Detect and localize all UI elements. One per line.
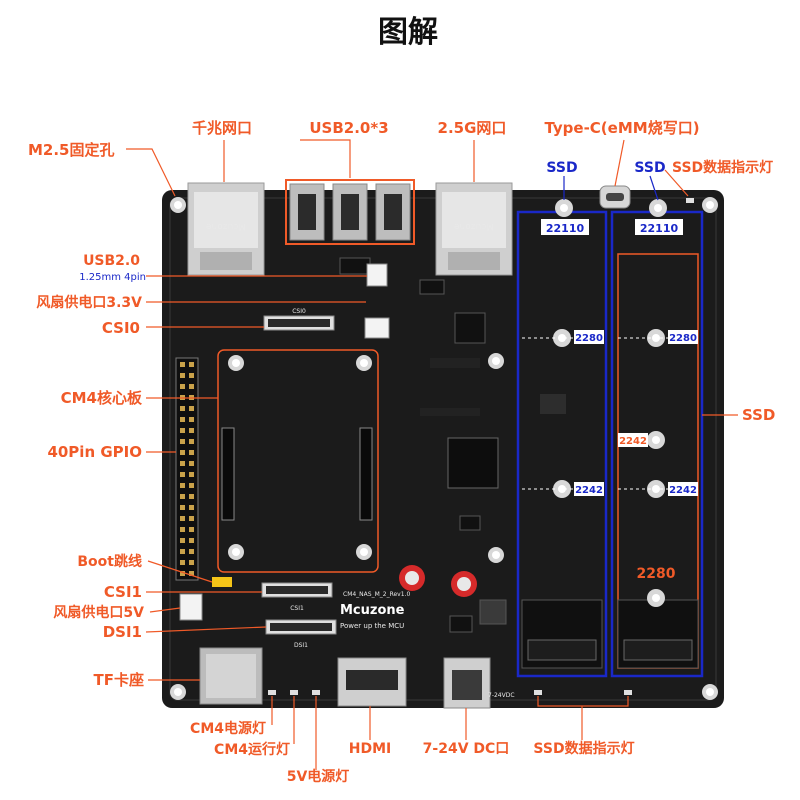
csi1-silk: CSI1 [290,605,304,612]
label-fan-33v: 风扇供电口3.3V [36,294,142,311]
label-5v-led: 5V电源灯 [287,768,350,785]
label-gigabit-port: 千兆网口 [192,119,252,137]
status-leds [268,198,694,695]
label-ssd-right-top: SSD [634,160,665,176]
tag-big-2280: 2280 [637,566,676,582]
fan-5v-connector [179,593,203,621]
label-dsi1: DSI1 [103,623,142,641]
label-csi1: CSI1 [104,583,142,601]
csi0-connector: CSI0 [263,308,335,331]
label-usb2-4pin: USB2.0 [83,253,140,269]
typec-emmc-port [599,185,631,209]
label-boot-jumper: Boot跳线 [77,553,142,570]
csi0-silk: CSI0 [292,308,306,315]
label-typec: Type-C(eMM烧写口) [544,119,699,137]
dc-jack: 7-24VDC [443,657,515,709]
mounting-holes [170,197,718,700]
board-chips [339,257,566,633]
board-model: CM4_NAS_M_2_Rev1.0 [343,591,410,598]
label-ssd-led-top: SSD数据指示灯 [672,159,773,176]
label-m25-hole: M2.5固定孔 [28,141,115,159]
electrolytic-capacitors [399,565,477,597]
label-ssd-left-top: SSD [546,160,577,176]
label-usb2-sub: 1.25mm 4pin [79,272,146,283]
label-fan-5v: 风扇供电口5V [53,604,144,621]
label-dc-jack: 7-24V DC口 [423,741,510,757]
label-usb2-triple: USB2.0*3 [309,119,388,137]
gpio-40pin-header [175,357,199,581]
tf-card-slot [199,647,263,705]
label-csi0: CSI0 [102,319,140,337]
label-tf-slot: TF卡座 [94,671,144,689]
label-ssd-right: SSD [742,406,775,424]
tag-right-22110: 22110 [640,222,679,235]
ssd-slot-right [610,199,704,678]
diagram-title: 图解 [378,15,438,50]
tag-left-2280: 2280 [575,333,603,344]
label-25g-port: 2.5G网口 [438,119,507,137]
rj45-brand-2: Mcuzone [454,221,494,231]
label-gpio: 40Pin GPIO [47,443,142,461]
leader-lines [126,139,738,770]
csi1-connector: CSI1 [261,582,333,612]
usb2-triple-ports [285,179,415,245]
tag-right-2280: 2280 [669,333,697,344]
fan-33v-connector [364,317,390,339]
tag-right-2242: 2242 [669,485,697,496]
ssd-slot-left [516,199,608,678]
rj45-brand: Mcuzone [206,221,246,231]
tag-left-2242: 2242 [575,485,603,496]
label-hdmi: HDMI [349,741,391,757]
usb2-4pin-connector [366,263,388,287]
25g-rj45-port: Mcuzone [435,182,513,276]
slot-size-tags: 22110 22110 2280 2280 2242 2242 2242 228… [541,219,698,582]
cm4-module-area [217,349,379,573]
label-ssd-led-bottom: SSD数据指示灯 [533,740,634,757]
label-cm4-module: CM4核心板 [61,389,143,407]
tag-right-2242-mid: 2242 [619,436,647,447]
label-cm4-power-led: CM4电源灯 [190,720,266,737]
dc-silk: 7-24VDC [488,692,515,699]
boot-jumper [212,577,232,587]
board-slogan: Power up the MCU [340,622,404,630]
gigabit-rj45-port: Mcuzone [187,182,265,276]
ssd-right-leader [649,175,659,201]
label-cm4-run-led: CM4运行灯 [214,741,290,758]
dsi1-connector: DSI1 [265,619,337,649]
dsi1-silk: DSI1 [294,642,308,649]
board-brand: Mcuzone [340,603,405,618]
hdmi-port [337,657,407,707]
tag-left-22110: 22110 [546,222,585,235]
